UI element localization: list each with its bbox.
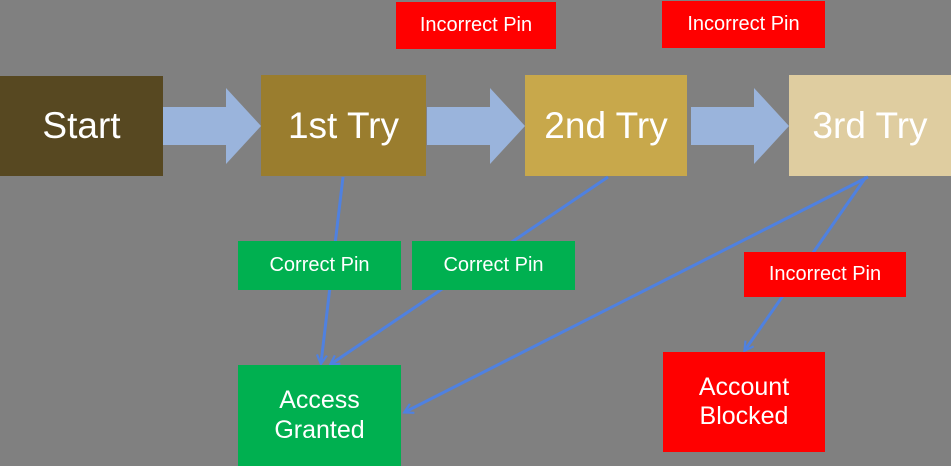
label-incorrect-pin-1[interactable]: Incorrect Pin bbox=[396, 2, 556, 49]
node-3rd-try-label: 3rd Try bbox=[812, 104, 928, 146]
block-arrow-try1-to-try2 bbox=[427, 88, 525, 164]
node-2nd-try[interactable]: 2nd Try bbox=[525, 75, 687, 176]
label-correct-pin-2[interactable]: Correct Pin bbox=[412, 241, 575, 290]
node-1st-try[interactable]: 1st Try bbox=[261, 75, 426, 176]
node-access-granted-label: Access Granted bbox=[274, 386, 365, 444]
node-account-blocked-label: Account Blocked bbox=[698, 372, 790, 431]
node-access-granted[interactable]: Access Granted bbox=[238, 365, 401, 466]
label-incorrect-pin-2[interactable]: Incorrect Pin bbox=[662, 1, 825, 48]
label-correct-pin-1-text: Correct Pin bbox=[269, 253, 370, 276]
label-correct-pin-1[interactable]: Correct Pin bbox=[238, 241, 401, 290]
node-start-label: Start bbox=[42, 105, 121, 147]
block-arrow-try2-to-try3 bbox=[691, 88, 789, 164]
node-start[interactable]: Start bbox=[0, 76, 163, 176]
node-3rd-try[interactable]: 3rd Try bbox=[789, 75, 951, 176]
label-incorrect-pin-3[interactable]: Incorrect Pin bbox=[744, 252, 906, 297]
node-1st-try-label: 1st Try bbox=[287, 104, 400, 146]
label-incorrect-pin-2-text: Incorrect Pin bbox=[687, 12, 800, 35]
label-correct-pin-2-text: Correct Pin bbox=[443, 253, 544, 276]
node-account-blocked[interactable]: Account Blocked bbox=[663, 352, 825, 452]
label-incorrect-pin-1-text: Incorrect Pin bbox=[419, 13, 533, 36]
block-arrow-start-to-try1 bbox=[163, 88, 261, 164]
label-incorrect-pin-3-text: Incorrect Pin bbox=[768, 262, 882, 285]
node-2nd-try-label: 2nd Try bbox=[544, 104, 668, 146]
